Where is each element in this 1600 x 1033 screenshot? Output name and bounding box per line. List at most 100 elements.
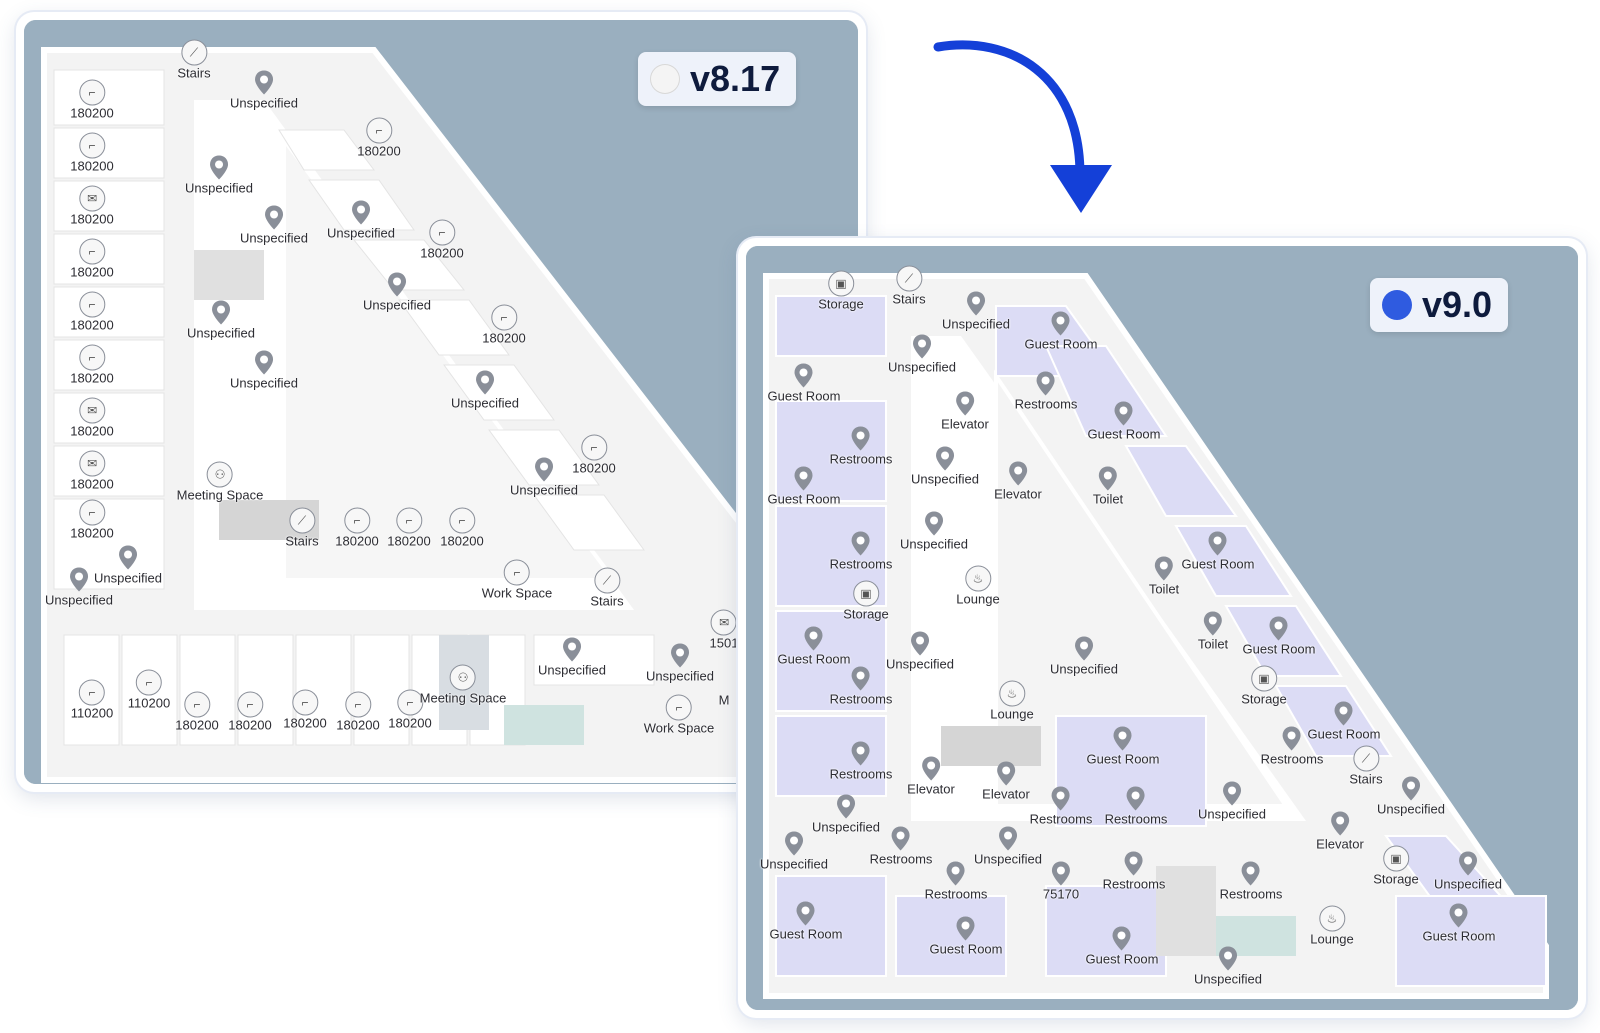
new-poi-marker[interactable]: Restrooms [1105, 786, 1167, 827]
old-poi-marker[interactable]: ⌐180200 [357, 117, 401, 159]
new-poi-marker[interactable]: Guest Room [768, 466, 840, 507]
old-poi-marker[interactable]: Unspecified [185, 155, 253, 196]
new-poi-marker[interactable]: Elevator [941, 391, 989, 432]
old-poi-marker[interactable]: ⌐180200 [70, 344, 114, 386]
old-poi-marker[interactable]: Unspecified [230, 70, 298, 111]
new-poi-marker[interactable]: Unspecified [942, 291, 1010, 332]
old-poi-marker[interactable]: ⚇Meeting Space [177, 461, 263, 503]
new-poi-marker[interactable]: ▣Storage [1373, 845, 1419, 887]
new-poi-marker[interactable]: Unspecified [760, 831, 828, 872]
old-poi-marker[interactable]: ⌐180200 [228, 691, 272, 733]
old-poi-marker[interactable]: ⌐180200 [70, 499, 114, 541]
old-poi-marker[interactable]: ⌐180200 [283, 689, 327, 731]
new-poi-marker[interactable]: ▣Storage [818, 270, 864, 312]
new-poi-marker[interactable]: Guest Room [1088, 401, 1160, 442]
new-poi-marker[interactable]: Elevator [994, 461, 1042, 502]
new-poi-marker[interactable]: Restrooms [925, 861, 987, 902]
new-poi-marker[interactable]: ♨Lounge [990, 680, 1034, 722]
old-poi-marker[interactable]: Unspecified [327, 200, 395, 241]
old-poi-marker[interactable]: ⌐180200 [70, 291, 114, 333]
new-poi-marker[interactable]: Restrooms [830, 666, 892, 707]
old-poi-marker[interactable]: M [719, 693, 730, 708]
old-poi-marker[interactable]: ⌐180200 [572, 434, 616, 476]
old-poi-marker[interactable]: ⌐180200 [70, 238, 114, 280]
old-poi-marker[interactable]: Unspecified [538, 637, 606, 678]
old-poi-marker[interactable]: ⌐110200 [128, 669, 170, 711]
new-poi-marker[interactable]: Restrooms [1030, 786, 1092, 827]
old-poi-marker[interactable]: Unspecified [230, 350, 298, 391]
new-poi-marker[interactable]: Unspecified [911, 446, 979, 487]
new-poi-marker[interactable]: ▣Storage [843, 580, 889, 622]
new-poi-marker[interactable]: Unspecified [1198, 781, 1266, 822]
old-poi-marker[interactable]: ⌐180200 [387, 507, 431, 549]
new-poi-marker[interactable]: Unspecified [1434, 851, 1502, 892]
old-poi-marker[interactable]: ✉1501 [710, 609, 738, 651]
new-poi-marker[interactable]: Guest Room [1308, 701, 1380, 742]
new-poi-marker[interactable]: Toilet [1198, 611, 1228, 652]
new-poi-marker[interactable]: Guest Room [1087, 726, 1159, 767]
new-poi-marker[interactable]: Toilet [1093, 466, 1123, 507]
new-poi-marker[interactable]: Restrooms [830, 741, 892, 782]
old-poi-marker[interactable]: ⌐Work Space [482, 559, 552, 601]
new-poi-marker[interactable]: ⟋Stairs [892, 265, 926, 307]
new-poi-marker[interactable]: Restrooms [830, 531, 892, 572]
new-poi-marker[interactable]: Guest Room [1243, 616, 1315, 657]
old-poi-marker[interactable]: ⌐Work Space [644, 694, 714, 736]
old-poi-marker[interactable]: ⟋Stairs [590, 567, 624, 609]
new-poi-marker[interactable]: Unspecified [900, 511, 968, 552]
new-poi-marker[interactable]: Guest Room [768, 363, 840, 404]
new-poi-marker[interactable]: Guest Room [1086, 926, 1158, 967]
new-poi-marker[interactable]: Guest Room [1423, 903, 1495, 944]
new-poi-marker[interactable]: Elevator [907, 756, 955, 797]
new-poi-marker[interactable]: 75170 [1043, 861, 1079, 902]
old-poi-marker[interactable]: Unspecified [187, 300, 255, 341]
new-poi-marker[interactable]: Elevator [1316, 811, 1364, 852]
new-poi-marker[interactable]: Unspecified [1377, 776, 1445, 817]
new-poi-marker[interactable]: Restrooms [1103, 851, 1165, 892]
new-poi-marker[interactable]: Unspecified [888, 334, 956, 375]
new-poi-marker[interactable]: Unspecified [1194, 946, 1262, 987]
old-poi-marker[interactable]: ⌐180200 [70, 79, 114, 121]
new-poi-marker[interactable]: Unspecified [974, 826, 1042, 867]
old-poi-marker[interactable]: ✉180200 [70, 450, 114, 492]
new-poi-marker[interactable]: Elevator [982, 761, 1030, 802]
new-poi-marker[interactable]: Restrooms [870, 826, 932, 867]
old-poi-marker[interactable]: Unspecified [451, 370, 519, 411]
new-poi-marker[interactable]: Unspecified [886, 631, 954, 672]
old-poi-marker[interactable]: Unspecified [510, 457, 578, 498]
old-poi-marker[interactable]: Unspecified [94, 545, 162, 586]
old-poi-marker[interactable]: ⟋Stairs [177, 39, 211, 81]
new-poi-marker[interactable]: ♨Lounge [956, 565, 1000, 607]
old-poi-marker[interactable]: Unspecified [45, 567, 113, 608]
new-poi-marker[interactable]: Guest Room [778, 626, 850, 667]
new-poi-marker[interactable]: Guest Room [770, 901, 842, 942]
new-poi-marker[interactable]: ⟋Stairs [1349, 745, 1383, 787]
old-poi-marker[interactable]: ⌐180200 [335, 507, 379, 549]
old-poi-marker[interactable]: ⌐180200 [388, 689, 432, 731]
new-poi-marker[interactable]: Restrooms [1015, 371, 1077, 412]
new-poi-marker[interactable]: Restrooms [830, 426, 892, 467]
new-poi-marker[interactable]: Guest Room [1025, 311, 1097, 352]
new-poi-marker[interactable]: Unspecified [812, 794, 880, 835]
old-poi-marker[interactable]: Unspecified [363, 272, 431, 313]
new-poi-marker[interactable]: Restrooms [1220, 861, 1282, 902]
new-poi-marker[interactable]: Guest Room [1182, 531, 1254, 572]
old-poi-marker[interactable]: ⌐180200 [70, 132, 114, 174]
new-poi-marker[interactable]: ▣Storage [1241, 665, 1287, 707]
old-poi-marker[interactable]: Unspecified [646, 643, 714, 684]
new-poi-marker[interactable]: Restrooms [1261, 726, 1323, 767]
old-poi-marker[interactable]: ✉180200 [70, 185, 114, 227]
old-poi-marker[interactable]: ⌐180200 [482, 304, 526, 346]
old-poi-marker[interactable]: ⟋Stairs [285, 507, 319, 549]
old-poi-marker[interactable]: ⌐180200 [175, 691, 219, 733]
new-poi-marker[interactable]: Guest Room [930, 916, 1002, 957]
old-poi-marker[interactable]: ✉180200 [70, 397, 114, 439]
new-poi-marker[interactable]: Unspecified [1050, 636, 1118, 677]
old-poi-marker[interactable]: ⌐180200 [336, 691, 380, 733]
old-poi-marker[interactable]: ⚇Meeting Space [420, 664, 506, 706]
old-poi-marker[interactable]: ⌐110200 [71, 679, 113, 721]
old-poi-marker[interactable]: ⌐180200 [440, 507, 484, 549]
new-poi-marker[interactable]: ♨Lounge [1310, 905, 1354, 947]
